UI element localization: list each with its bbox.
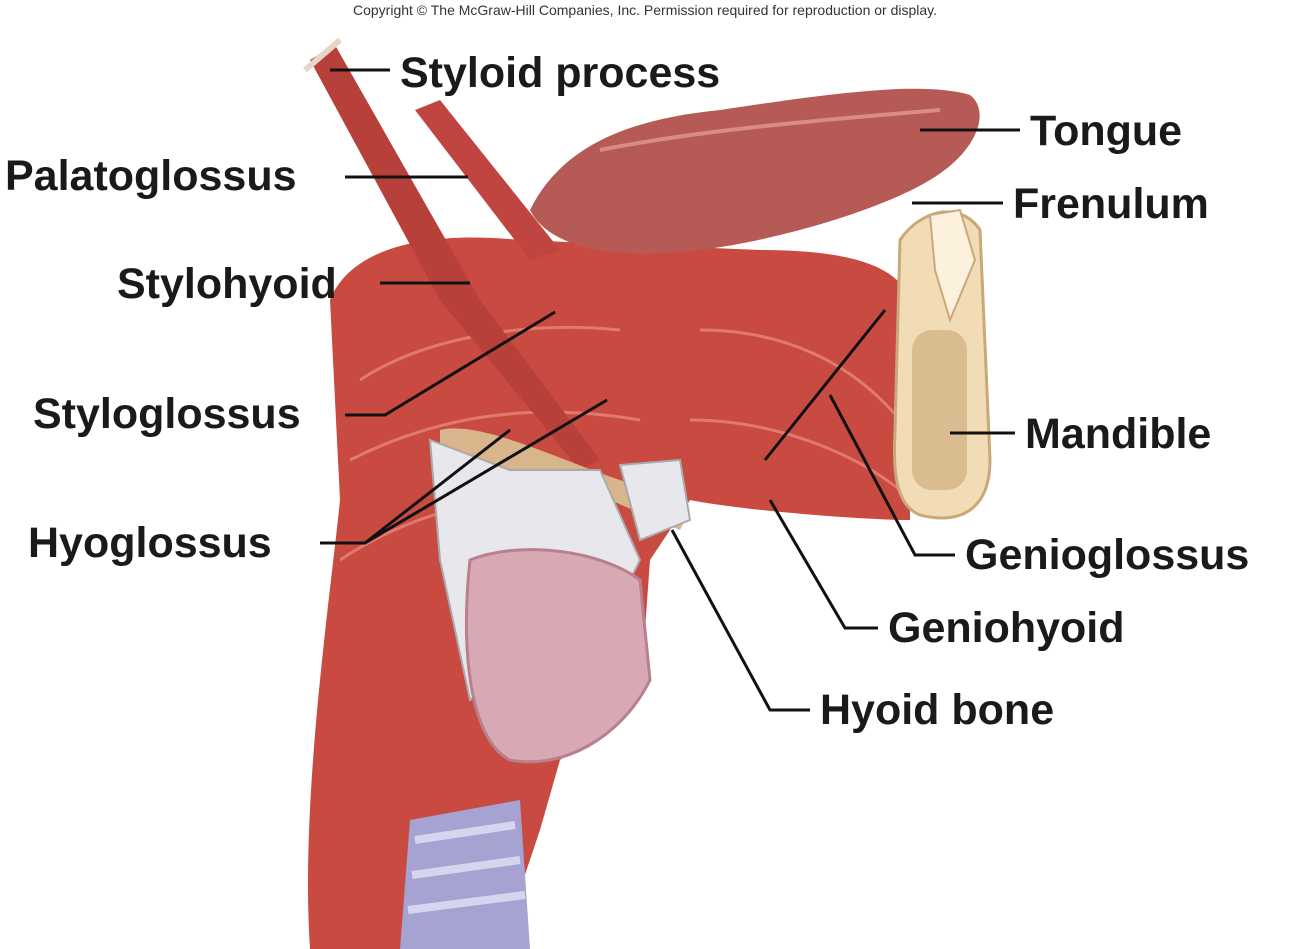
trachea-shape — [400, 800, 530, 949]
label-genioglossus: Genioglossus — [965, 531, 1250, 579]
label-styloid-process: Styloid process — [400, 49, 721, 97]
label-hyoid-bone: Hyoid bone — [820, 686, 1055, 734]
label-hyoglossus: Hyoglossus — [28, 519, 272, 567]
leader-lines — [320, 68, 1020, 712]
label-stylohyoid: Stylohyoid — [117, 260, 337, 308]
label-palatoglossus: Palatoglossus — [5, 152, 297, 200]
hyoid-and-larynx — [428, 428, 692, 764]
label-tongue: Tongue — [1030, 107, 1183, 155]
label-frenulum: Frenulum — [1013, 180, 1209, 228]
copyright-notice: Copyright © The McGraw-Hill Companies, I… — [352, 2, 938, 18]
label-mandible: Mandible — [1025, 410, 1212, 458]
tongue-shape — [530, 88, 980, 254]
styloid-muscles — [303, 37, 600, 470]
label-styloglossus: Styloglossus — [33, 390, 301, 438]
mandible-shape — [892, 208, 992, 520]
label-geniohyoid: Geniohyoid — [888, 604, 1125, 652]
